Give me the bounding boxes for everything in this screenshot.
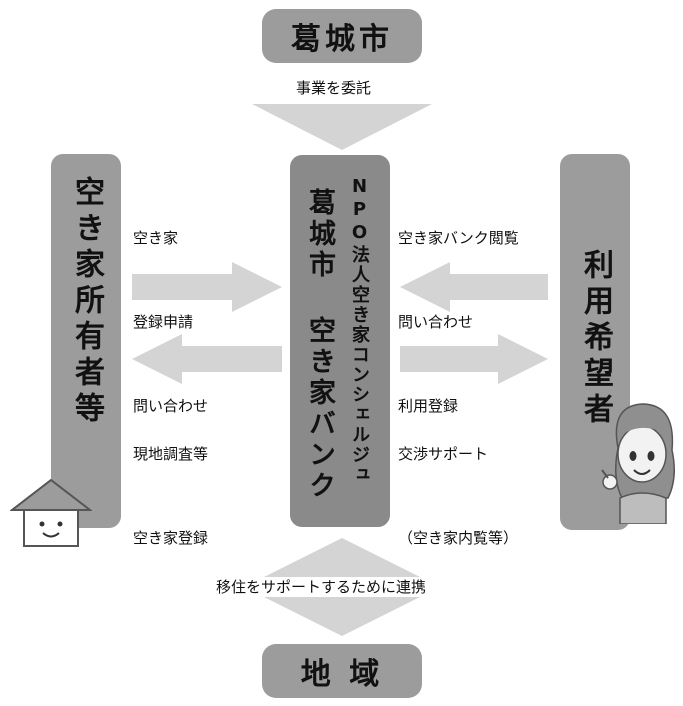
bottom-box-label: 地 域 bbox=[300, 657, 384, 692]
right-box-label: 利用希望者 bbox=[578, 249, 613, 429]
bottom-box-region: 地 域 bbox=[262, 644, 422, 698]
left-in-line-2: 登録申請 bbox=[133, 313, 194, 331]
cooperation-label: 移住をサポートするために連携 bbox=[212, 577, 431, 597]
right-out-label: 交渉サポート （空き家内覧等） bbox=[398, 384, 518, 580]
center-to-right-arrow-icon bbox=[400, 334, 548, 384]
left-to-center-arrow-icon bbox=[132, 262, 282, 312]
right-in-label: 空き家バンク閲覧 問い合わせ 利用登録 bbox=[398, 168, 519, 448]
right-out-line-1: 交渉サポート bbox=[398, 445, 489, 463]
top-box-katsuragi-city: 葛城市 bbox=[262, 9, 422, 63]
center-main-label: 葛城市 空き家バンク bbox=[304, 188, 335, 502]
right-out-line-2: （空き家内覧等） bbox=[398, 529, 519, 547]
left-in-line-3: 問い合わせ bbox=[133, 397, 209, 415]
left-out-line-2: 空き家登録 bbox=[133, 529, 209, 547]
commission-arrow-icon bbox=[252, 104, 432, 150]
right-in-line-1: 空き家バンク閲覧 bbox=[398, 229, 519, 247]
left-in-label: 空き家 登録申請 問い合わせ bbox=[133, 168, 208, 448]
commission-label: 事業を委託 bbox=[296, 79, 372, 97]
house-face-icon bbox=[10, 478, 92, 547]
left-out-line-1: 現地調査等 bbox=[133, 445, 209, 463]
right-in-line-2: 問い合わせ bbox=[398, 313, 474, 331]
woman-avatar-icon bbox=[601, 403, 675, 524]
center-box-akiya-bank bbox=[290, 155, 390, 527]
right-in-line-3: 利用登録 bbox=[398, 397, 459, 415]
right-to-center-arrow-icon bbox=[400, 262, 548, 312]
left-box-owners: 空き家所有者等 bbox=[51, 154, 121, 528]
left-box-label: 空き家所有者等 bbox=[69, 176, 104, 428]
left-in-line-1: 空き家 bbox=[133, 229, 179, 247]
center-sub-label: NPO法人空き家コンシェルジュ bbox=[349, 176, 370, 485]
top-box-label: 葛城市 bbox=[291, 22, 393, 57]
left-out-label: 現地調査等 空き家登録 bbox=[133, 384, 208, 580]
center-to-left-arrow-icon bbox=[132, 334, 282, 384]
